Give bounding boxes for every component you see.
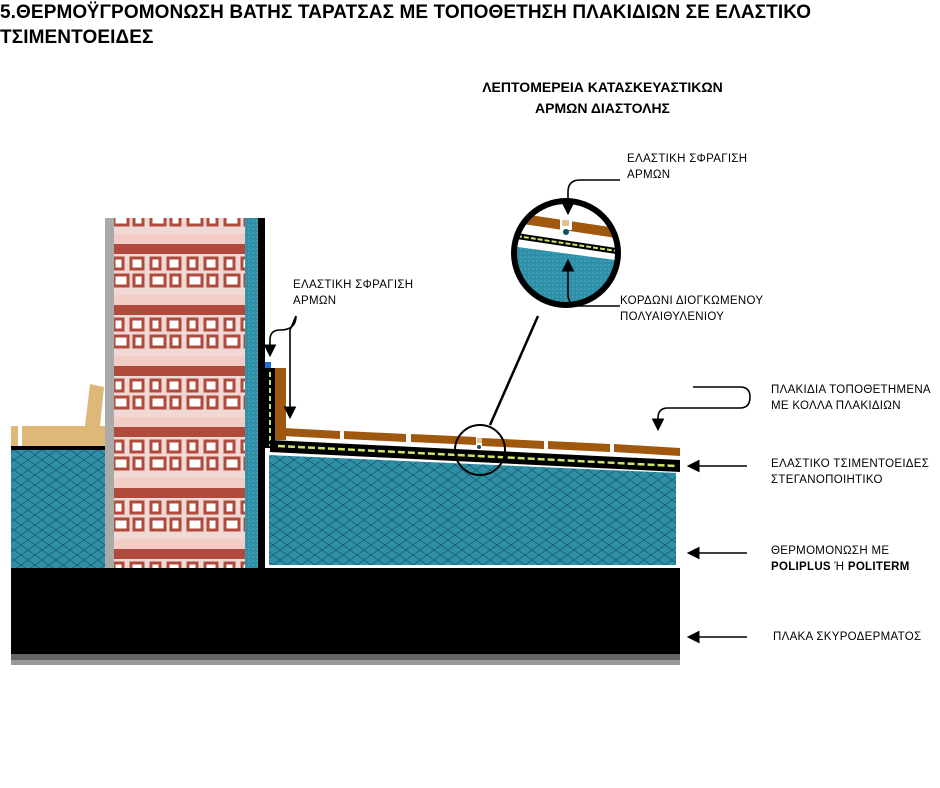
label-joint-seal-wall-line1: ΕΛΑΣΤΙΚΗ ΣΦΡΑΓΙΣΗ [293,279,414,291]
label-joint-seal-top-line1: ΕΛΑΣΤΙΚΗ ΣΦΡΑΓΙΣΗ [627,153,748,165]
label-joint-seal-top: ΕΛΑΣΤΙΚΗ ΣΦΡΑΓΙΣΗ ΑΡΜΩΝ [627,151,747,183]
label-insulation-line2: POLIPLUS Ή POLITERM [771,559,910,575]
label-cementitious-line1: ΕΛΑΣΤΙΚΟ ΤΣΙΜΕΝΤΟΕΙΔΕΣ [771,458,930,470]
detail-title-line1: ΛΕΠΤΟΜΕΡΕΙΑ ΚΑΤΑΣΚΕΥΑΣΤΙΚΩΝ [482,79,723,95]
label-insulation-or: Ή [830,561,848,573]
label-insulation-line1: ΘΕΡΜΟΜΟΝΩΣΗ ΜΕ [771,545,890,557]
brick-wall [105,218,265,570]
brand-poliplus: POLIPLUS [771,561,831,573]
label-backer-rod: ΚΟΡΔΩΝΙ ΔΙΟΓΚΩΜΕΝΟΥ ΠΟΛΥΑΙΘΥΛΕΝΙΟΥ [620,293,763,325]
roof-insulation [267,452,678,567]
left-insulation [11,446,105,568]
page-title: 5.ΘΕΡΜΟΫΓΡΟΜΟΝΩΣΗ ΒΑΤΗΣ ΤΑΡΑΤΣΑΣ ΜΕ ΤΟΠΟ… [0,2,812,48]
brand-politerm: POLITERM [847,561,910,573]
detail-title: ΛΕΠΤΟΜΕΡΕΙΑ ΚΑΤΑΣΚΕΥΑΣΤΙΚΩΝ ΑΡΜΩΝ ΔΙΑΣΤΟ… [455,77,750,119]
label-backer-rod-line2: ΠΟΛΥΑΙΘΥΛΕΝΙΟΥ [620,311,725,323]
label-slab: ΠΛΑΚΑ ΣΚΥΡΟΔΕΡΜΑΤΟΣ [773,629,921,645]
concrete-slab [11,568,680,665]
detail-marker [454,315,540,476]
detail-title-line2: ΑΡΜΩΝ ΔΙΑΣΤΟΛΗΣ [535,100,670,116]
label-joint-seal-top-line2: ΑΡΜΩΝ [627,169,671,181]
label-cementitious-line2: ΣΤΕΓΑΝΟΠΟΙΗΤΙΚΟ [771,474,883,486]
label-joint-seal-wall-line2: ΑΡΜΩΝ [293,295,337,307]
label-tiles: ΠΛΑΚΙΔΙΑ ΤΟΠΟΘΕΤΗΜΕΝΑ ΜΕ ΚΟΛΛΑ ΠΛΑΚΙΔΙΩΝ [771,382,931,414]
wood-deck [11,384,105,446]
label-insulation: ΘΕΡΜΟΜΟΝΩΣΗ ΜΕ POLIPLUS Ή POLITERM [771,543,910,575]
label-backer-rod-line1: ΚΟΡΔΩΝΙ ΔΙΟΓΚΩΜΕΝΟΥ [620,295,764,307]
label-joint-seal-wall: ΕΛΑΣΤΙΚΗ ΣΦΡΑΓΙΣΗ ΑΡΜΩΝ [293,277,413,309]
label-tiles-line2: ΜΕ ΚΟΛΛΑ ΠΛΑΚΙΔΙΩΝ [771,400,901,412]
label-cementitious: ΕΛΑΣΤΙΚΟ ΤΣΙΜΕΝΤΟΕΙΔΕΣ ΣΤΕΓΑΝΟΠΟΙΗΤΙΚΟ [771,456,929,488]
callout-arrows [263,179,751,644]
roof-membrane [270,440,680,472]
label-tiles-line1: ΠΛΑΚΙΔΙΑ ΤΟΠΟΘΕΤΗΜΕΝΑ [771,384,931,396]
tiles [283,428,680,456]
wall-seal-dot [265,362,271,368]
wall-membrane [265,362,286,448]
label-slab-line1: ΠΛΑΚΑ ΣΚΥΡΟΔΕΡΜΑΤΟΣ [773,631,922,643]
